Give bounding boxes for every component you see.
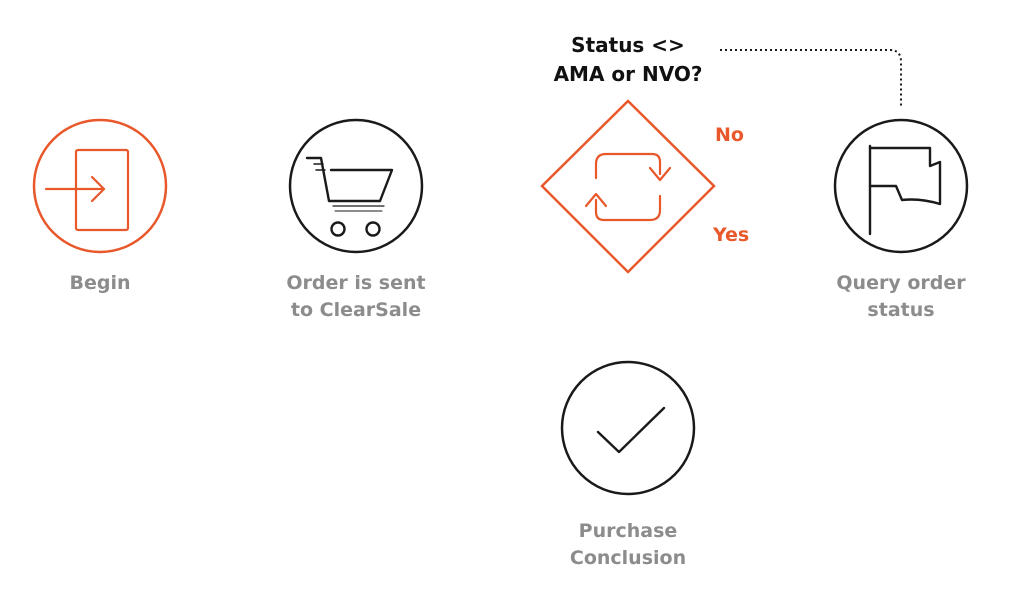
decision-question: Status <> AMA or NVO? [528,31,728,89]
query-label: Query order status [806,270,996,324]
send-label-line1: Order is sent [286,272,426,294]
loop-back-dotted-connector [720,49,902,106]
refresh-cycle-icon [584,152,672,222]
query-label-line1: Query order [836,272,966,294]
conclusion-node [560,360,696,496]
flag-icon [868,144,942,236]
conclusion-label-line1: Purchase [578,520,678,542]
branch-yes-label: Yes [713,224,750,246]
shopping-cart-icon [305,156,394,237]
conclusion-label: Purchase Conclusion [528,518,728,572]
send-node [288,118,424,254]
checkmark-icon [596,406,666,454]
begin-label: Begin [40,270,160,297]
decision-question-line2: AMA or NVO? [553,62,703,86]
query-label-line2: status [867,299,935,321]
decision-question-line1: Status <> [571,33,685,57]
query-node [833,118,969,254]
enter-door-icon [44,148,130,232]
begin-label-text: Begin [69,272,131,294]
branch-no-label: No [715,124,744,146]
begin-node [32,118,168,254]
send-label: Order is sent to ClearSale [256,270,456,324]
conclusion-label-line2: Conclusion [569,547,687,569]
decision-node [540,99,716,274]
send-label-line2: to ClearSale [290,299,422,321]
